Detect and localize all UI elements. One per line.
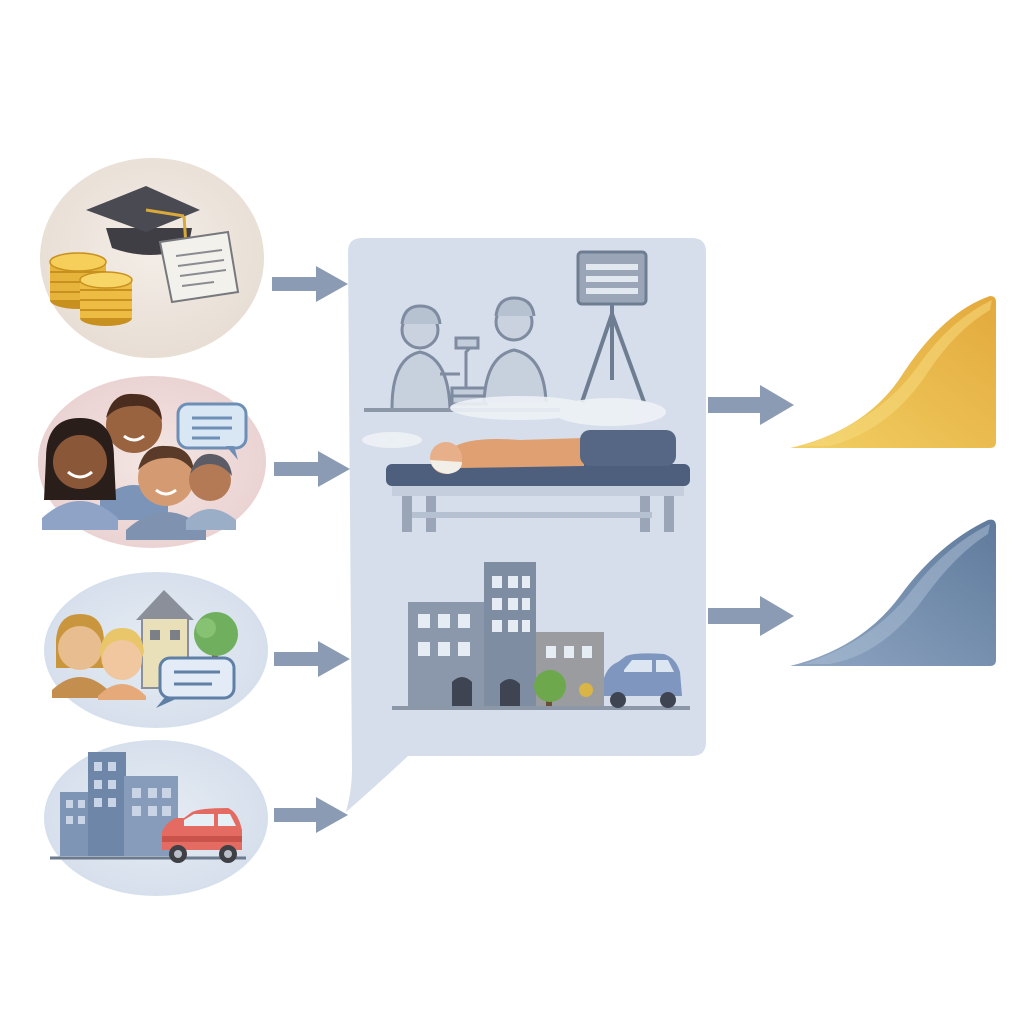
car-icon <box>604 653 682 708</box>
researcher-icon <box>482 296 548 403</box>
exam-table-icon <box>386 464 690 532</box>
scene-patient-exam <box>386 430 690 532</box>
input-bubble-socioeconomic <box>40 158 264 358</box>
arrow-output-2 <box>708 596 794 636</box>
buildings-icon <box>392 562 690 710</box>
buildings-icon <box>50 752 246 860</box>
input-bubble-community <box>44 572 268 728</box>
arrow-input-2 <box>274 451 350 487</box>
input-bubble-social <box>38 376 266 548</box>
process-panel <box>346 238 706 812</box>
arrow-output-1 <box>708 385 794 425</box>
input-bubble-built-environment <box>44 740 268 896</box>
outcome-low-curve <box>790 519 996 666</box>
patient-icon <box>430 430 676 474</box>
mist-cloud <box>362 396 666 448</box>
researcher-icon <box>390 304 460 409</box>
people-group-icon <box>42 393 236 540</box>
arrow-input-1 <box>272 266 348 302</box>
speech-bubble-icon <box>156 656 236 708</box>
arrow-input-3 <box>274 641 350 677</box>
camera-tripod-icon <box>576 250 648 403</box>
scene-urban-setting <box>392 562 690 710</box>
car-icon <box>162 808 242 863</box>
outcome-high-curve <box>790 296 996 448</box>
arrow-input-4 <box>274 797 348 833</box>
document-icon <box>158 230 240 304</box>
tree-icon <box>194 612 238 668</box>
speech-bubble-icon <box>176 402 248 460</box>
tree-icon <box>534 670 593 706</box>
people-pair-icon <box>52 614 146 700</box>
coins-icon <box>49 252 133 326</box>
scene-clinical-research <box>362 250 666 448</box>
